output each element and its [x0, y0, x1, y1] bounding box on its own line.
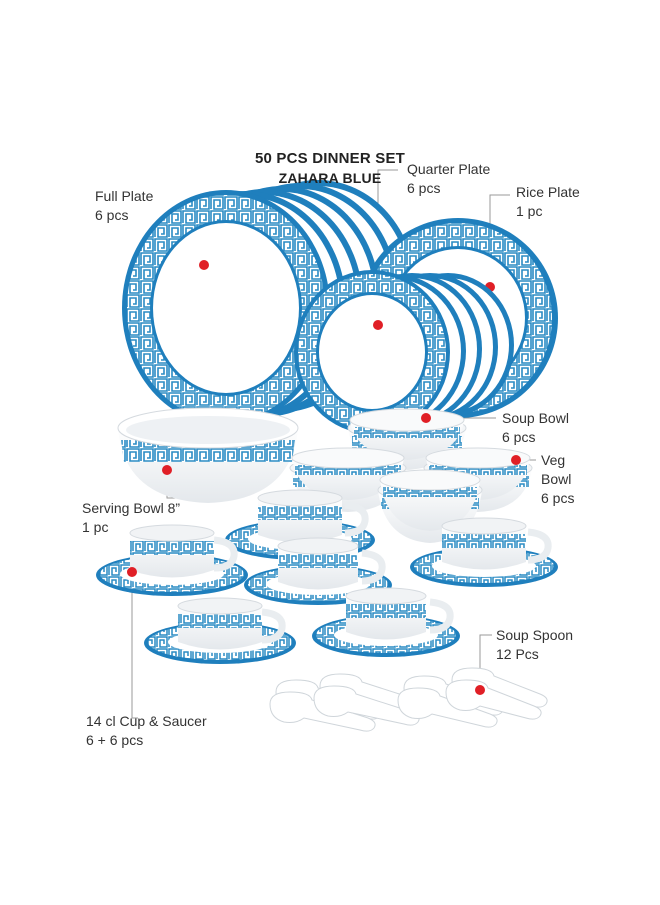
- serving-bowl: [117, 407, 299, 503]
- label-serving-bowl-name: Serving Bowl 8”: [82, 500, 181, 516]
- label-soup-bowl: Soup Bowl 6 pcs: [502, 409, 569, 447]
- label-rice-plate-name: Rice Plate: [516, 184, 580, 200]
- label-full-plate-qty: 6 pcs: [95, 207, 129, 223]
- set-title: 50 PCS DINNER SET: [254, 150, 406, 167]
- label-cup-saucer: 14 cl Cup & Saucer 6 + 6 pcs: [86, 712, 207, 750]
- label-rice-plate: Rice Plate 1 pc: [516, 183, 580, 221]
- label-quarter-plate: Quarter Plate 6 pcs: [407, 160, 490, 198]
- label-full-plate-name: Full Plate: [95, 188, 154, 204]
- quarter-plate-stack: [294, 270, 514, 434]
- label-veg-bowl-line1: Veg: [541, 452, 566, 468]
- soup-spoon-group: [269, 667, 548, 732]
- label-soup-spoon-qty: 12 Pcs: [496, 646, 539, 662]
- label-quarter-plate-name: Quarter Plate: [407, 161, 491, 177]
- cup-and-saucer-right: [410, 517, 558, 587]
- label-quarter-plate-qty: 6 pcs: [407, 180, 441, 196]
- label-soup-spoon: Soup Spoon 12 Pcs: [496, 626, 573, 664]
- set-subtitle: ZAHARA BLUE: [278, 170, 382, 186]
- cup-and-saucer-left: [96, 524, 248, 596]
- label-veg-bowl-qty: 6 pcs: [541, 490, 575, 506]
- label-rice-plate-qty: 1 pc: [516, 203, 543, 219]
- label-veg-bowl: Veg Bowl 6 pcs: [541, 451, 574, 508]
- label-full-plate: Full Plate 6 pcs: [95, 187, 153, 225]
- cup-and-saucer-front-left: [144, 597, 296, 664]
- label-soup-bowl-qty: 6 pcs: [502, 429, 536, 445]
- label-veg-bowl-line2: Bowl: [541, 471, 572, 487]
- label-cup-saucer-qty: 6 + 6 pcs: [86, 732, 144, 748]
- label-serving-bowl: Serving Bowl 8” 1 pc: [82, 499, 180, 537]
- cup-and-saucer-front-right: [312, 587, 460, 657]
- label-soup-spoon-name: Soup Spoon: [496, 627, 574, 643]
- label-cup-saucer-name: 14 cl Cup & Saucer: [86, 713, 207, 729]
- label-serving-bowl-qty: 1 pc: [82, 519, 109, 535]
- label-soup-bowl-name: Soup Bowl: [502, 410, 569, 426]
- cup-and-saucer-middle: [244, 537, 392, 605]
